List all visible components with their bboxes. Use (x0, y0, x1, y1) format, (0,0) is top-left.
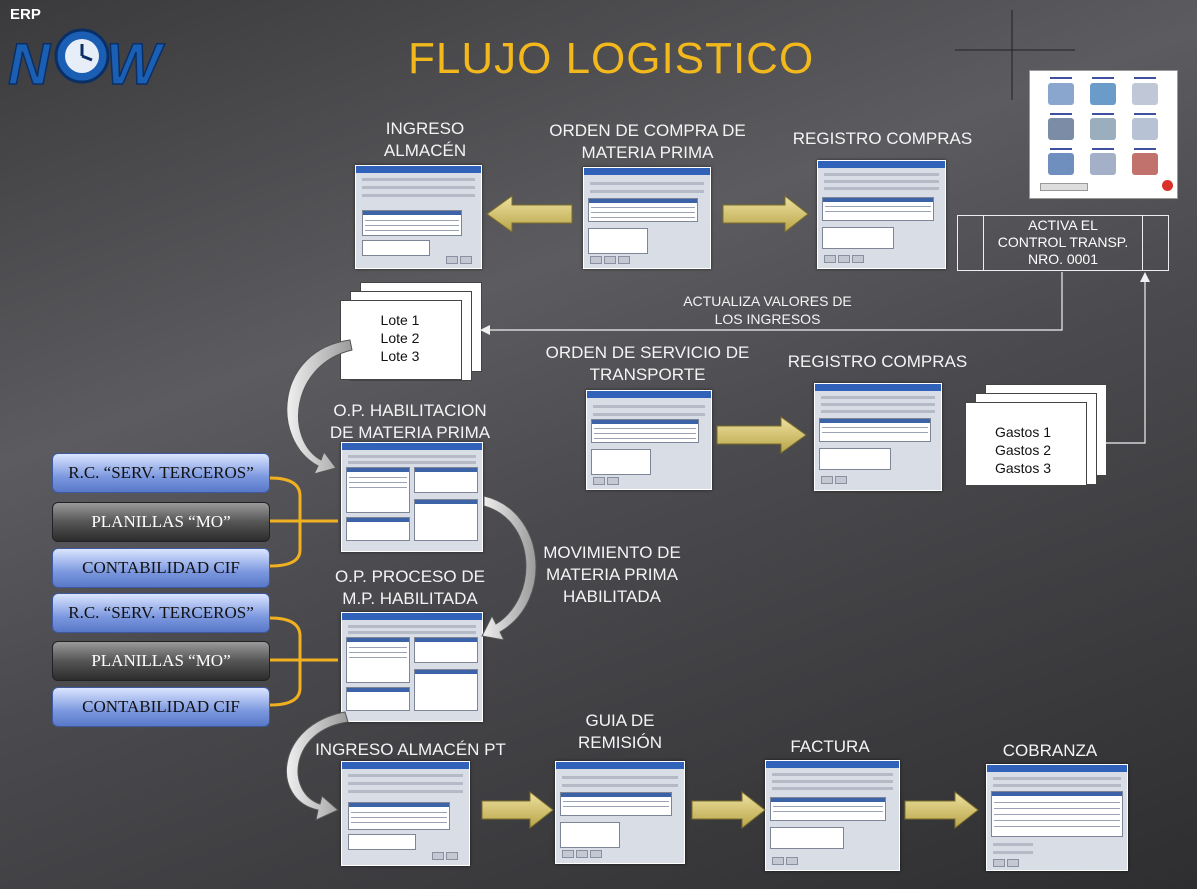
rc-serv-terceros-1: R.C. “SERV. TERCEROS” (52, 453, 270, 493)
screenshot-registro-compras-2 (814, 383, 942, 491)
power-icon[interactable] (1162, 180, 1173, 191)
label-registro-compras-1: REGISTRO COMPRAS (792, 129, 973, 148)
screenshot-factura (765, 760, 900, 871)
arrow-right-4 (691, 790, 766, 830)
planillas-mo-1: PLANILLAS “MO” (52, 502, 270, 542)
logo-graphic: N W (7, 28, 166, 98)
label-ingreso-almacen: INGRESO ALMACÉN (383, 119, 467, 160)
line-gastos (1105, 278, 1146, 444)
page-title: FLUJO LOGISTICO (408, 34, 815, 83)
gastos-1: Gastos 1 (994, 424, 1052, 440)
label-factura: FACTURA (790, 737, 870, 756)
screenshot-ingreso-pt (341, 761, 470, 866)
logo-n: N (8, 32, 51, 90)
activa-control-text: ACTIVA EL CONTROL TRANSP. NRO. 0001 (997, 217, 1129, 267)
arrow-right-5 (904, 790, 979, 830)
label-op-habilitacion: O.P. HABILITACION DE MATERIA PRIMA (329, 401, 491, 442)
screenshot-registro-compras-1 (817, 160, 946, 269)
curve-arrow-2 (481, 495, 537, 641)
gastos-3: Gastos 3 (994, 460, 1052, 476)
label-guia: GUIA DE REMISIÓN (577, 711, 663, 752)
configuration-icon (1090, 153, 1116, 175)
contabilidad-cif-2: CONTABILIDAD CIF (52, 687, 270, 727)
bracket-2 (269, 616, 302, 707)
people-icon (1090, 83, 1116, 105)
gastos-2: Gastos 2 (994, 442, 1052, 458)
label-actualiza: ACTUALIZA VALORES DE LOS INGRESOS (683, 293, 852, 327)
erp-now-logo: N W ERP (7, 6, 178, 98)
planillas-mo-2: PLANILLAS “MO” (52, 641, 270, 681)
logo-erp-text: ERP (10, 6, 41, 23)
label-op-proceso: O.P. PROCESO DE M.P. HABILITADA (335, 567, 485, 608)
label-cobranza: COBRANZA (1002, 741, 1098, 760)
erp-modules-panel (1029, 70, 1178, 199)
label-registro-compras-2: REGISTRO COMPRAS (787, 352, 968, 371)
lote-3: Lote 3 (380, 348, 420, 364)
arrow-right-2 (716, 416, 807, 454)
contabilidad-cif-1: CONTABILIDAD CIF (52, 548, 270, 588)
curve-arrow-3 (285, 711, 349, 821)
label-orden-compra: ORDEN DE COMPRA DE MATERIA PRIMA (549, 121, 746, 162)
activa-control-box: ACTIVA EL CONTROL TRANSP. NRO. 0001 (957, 215, 1169, 271)
label-ingreso-pt: INGRESO ALMACÉN PT (315, 740, 506, 759)
screenshot-op-habilitacion (341, 442, 483, 552)
company-field (1040, 183, 1088, 191)
screenshot-guia-remision (555, 761, 685, 864)
sales-icon (1048, 118, 1074, 140)
arrow-right-3 (481, 790, 554, 830)
lote-1: Lote 1 (380, 312, 420, 328)
warehouse-icon (1048, 83, 1074, 105)
screenshot-op-proceso (341, 612, 483, 722)
arrow-right-1 (722, 194, 809, 234)
screenshot-ingreso-almacen (355, 165, 482, 269)
decorative-crosshair (955, 10, 1075, 100)
payroll-icon (1132, 118, 1158, 140)
logo-w: W (106, 32, 165, 90)
reports-icon (1048, 153, 1074, 175)
rc-serv-terceros-2: R.C. “SERV. TERCEROS” (52, 593, 270, 633)
screenshot-cobranza (986, 764, 1128, 871)
arrow-left-1 (486, 195, 573, 233)
production-icon (1132, 153, 1158, 175)
screenshot-orden-servicio (586, 390, 712, 490)
accounting-icon (1090, 118, 1116, 140)
curve-arrow-1 (286, 339, 353, 475)
screenshot-orden-compra (583, 167, 711, 269)
bracket-1 (269, 476, 302, 568)
purchasing-icon (1132, 83, 1158, 105)
line-actualiza (480, 272, 1063, 331)
label-movimiento: MOVIMIENTO DE MATERIA PRIMA HABILITADA (543, 543, 681, 606)
label-orden-servicio: ORDEN DE SERVICIO DE TRANSPORTE (545, 343, 750, 384)
lote-2: Lote 2 (380, 330, 420, 346)
